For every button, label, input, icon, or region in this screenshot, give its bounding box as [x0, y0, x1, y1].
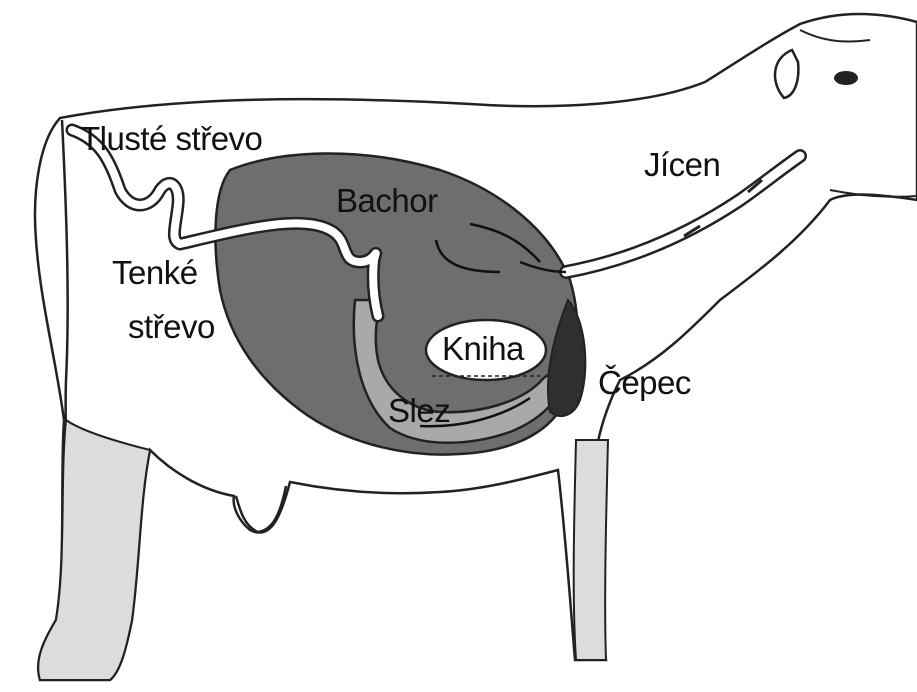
hind-leg-shading	[38, 420, 150, 680]
front-leg-shading	[574, 440, 608, 660]
label-esophagus: Jícen	[644, 148, 720, 181]
cow-head-detail	[800, 30, 917, 197]
cow-ear	[775, 50, 798, 98]
label-large-intestine: Tlusté střevo	[80, 122, 262, 155]
label-small-intestine-line1: Tenké	[112, 256, 198, 289]
label-small-intestine-line2: střevo	[128, 310, 215, 343]
cow-eye	[834, 71, 858, 85]
label-omasum: Kniha	[442, 332, 524, 365]
label-rumen: Bachor	[336, 184, 438, 217]
label-reticulum: Čepec	[598, 366, 691, 399]
label-abomasum: Slez	[388, 394, 450, 427]
